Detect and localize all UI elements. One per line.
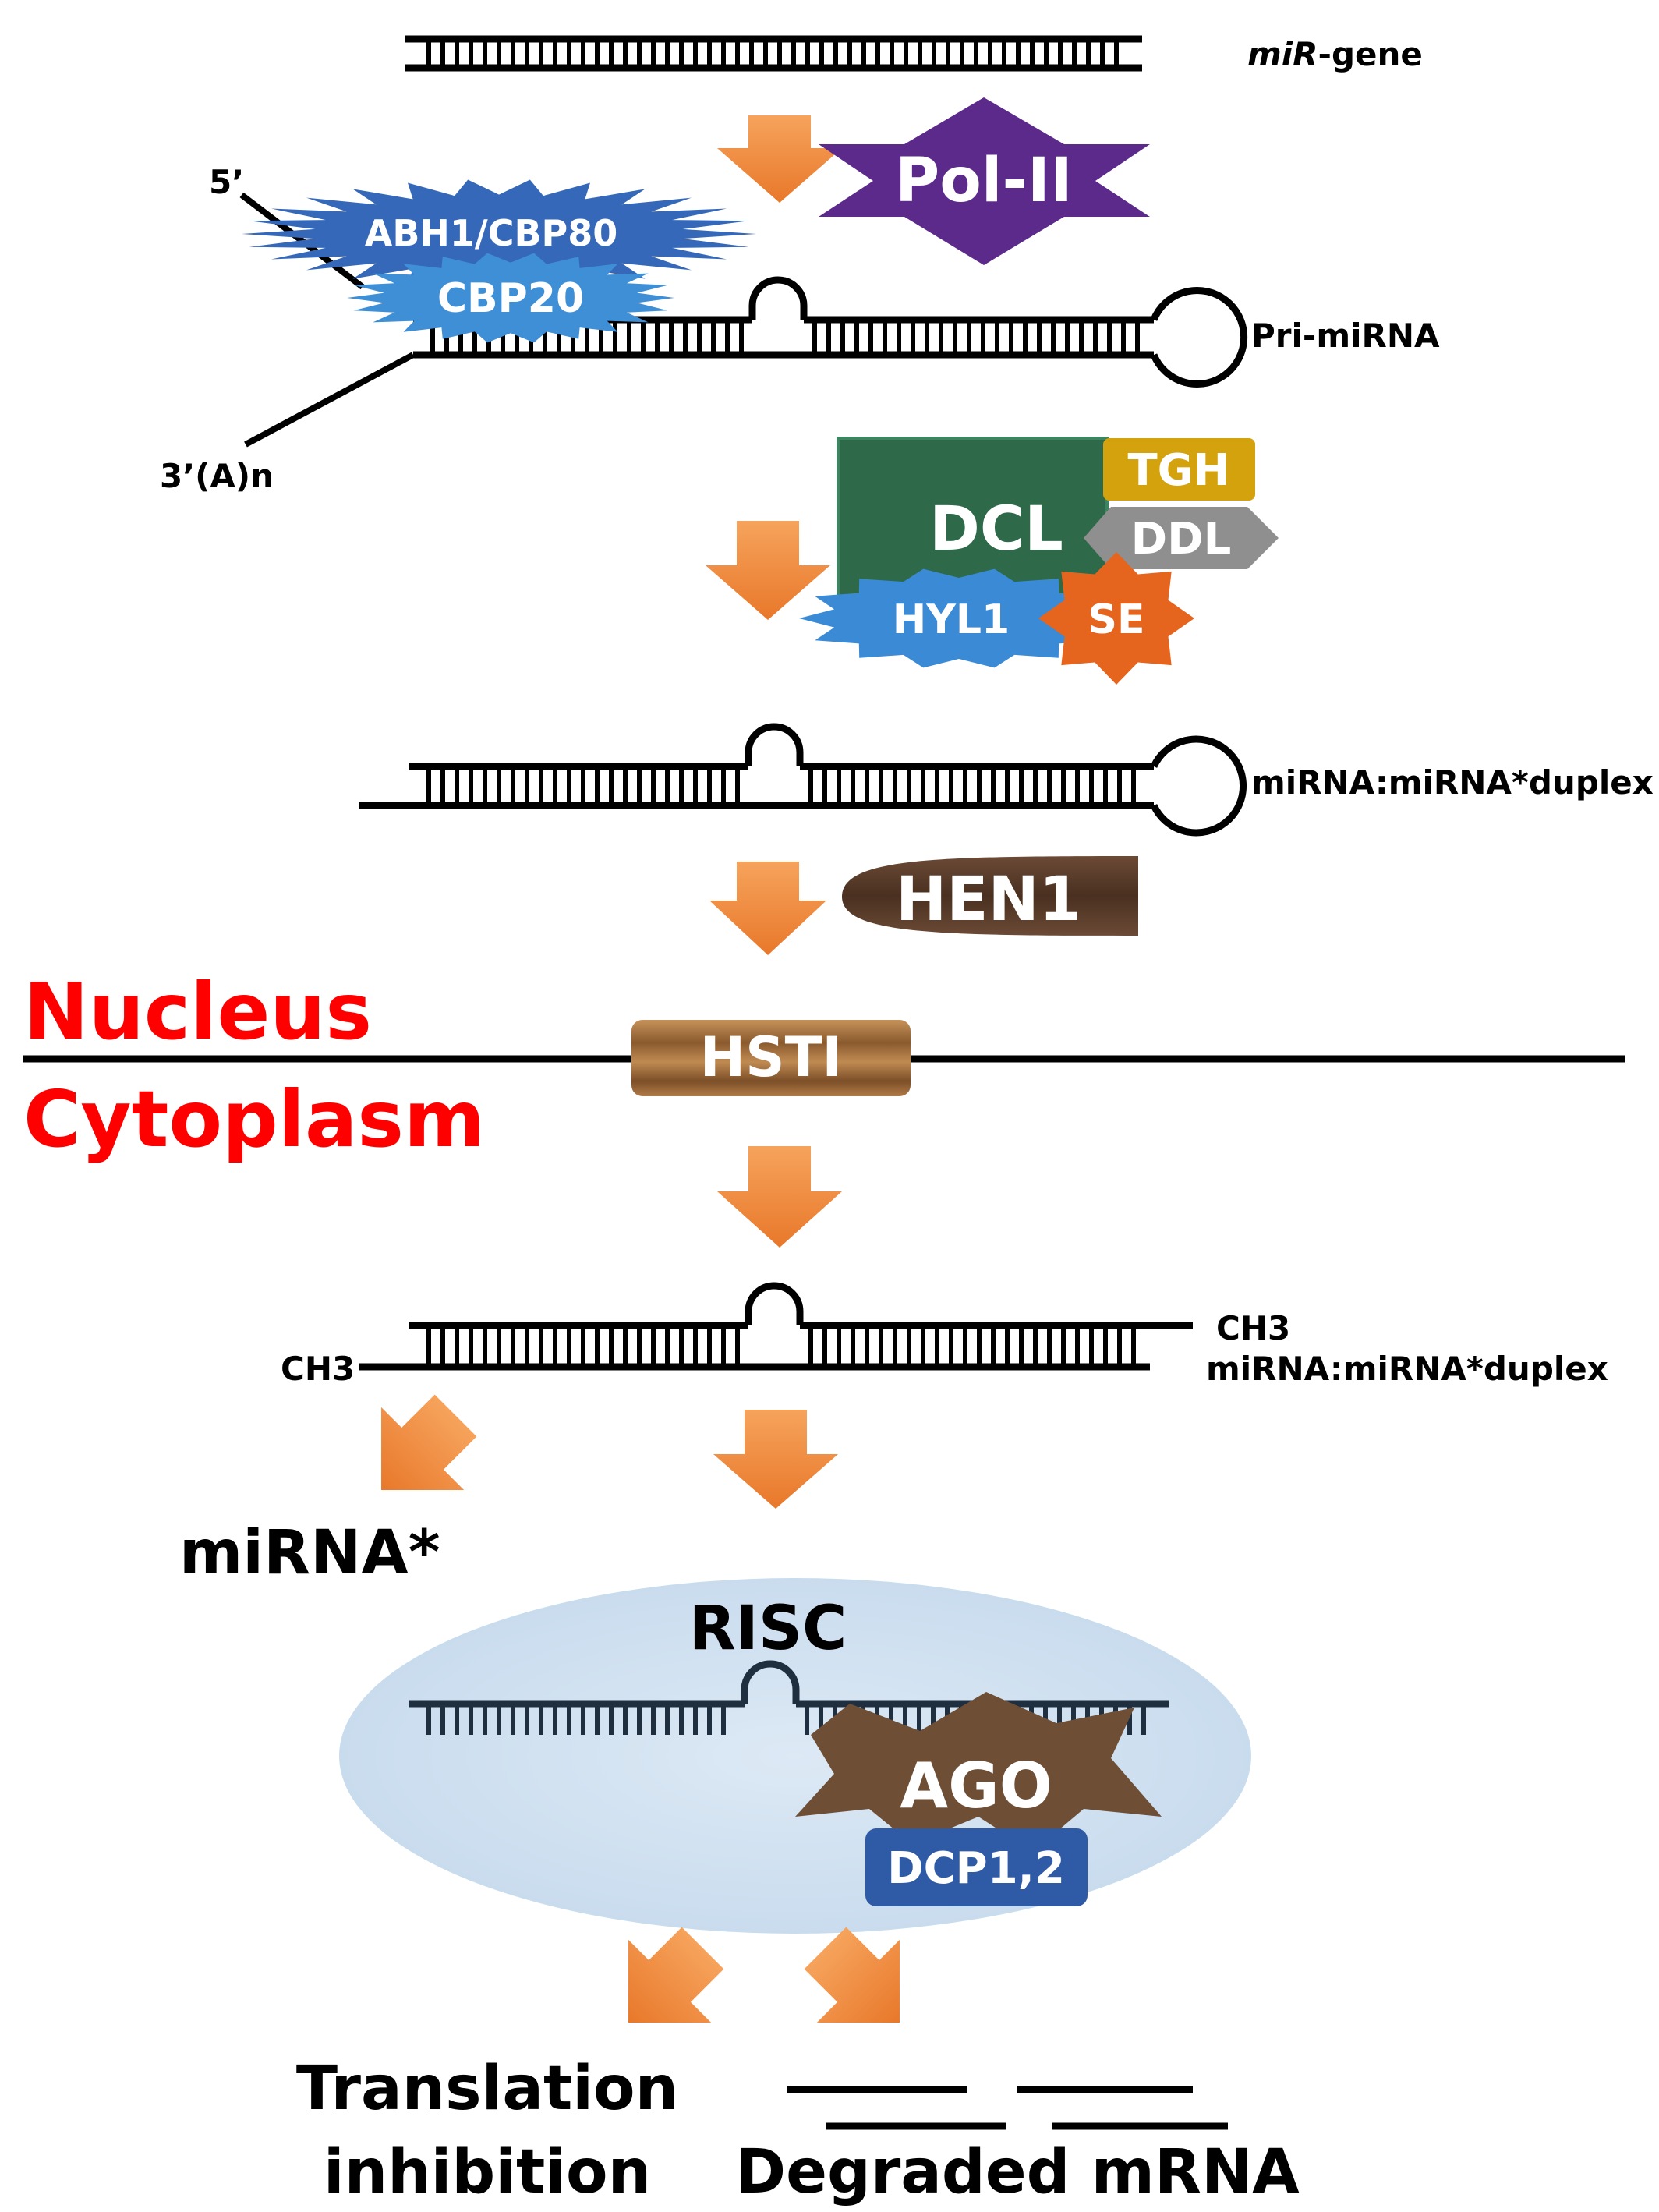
- dcp-label: DCP1,2: [887, 1843, 1065, 1894]
- ch3-right-label: CH3: [1216, 1309, 1290, 1347]
- cytoplasm-label: Cytoplasm: [23, 1074, 485, 1165]
- arrow-7-icon: [628, 1927, 724, 2023]
- five-prime-label: 5’: [209, 163, 244, 201]
- arrow-6-icon: [713, 1410, 838, 1509]
- hen1-label: HEN1: [896, 865, 1081, 935]
- translation-line2: inhibition: [324, 2137, 651, 2207]
- dcl-label: DCL: [929, 494, 1063, 565]
- hyl1-protein: [799, 568, 1119, 668]
- cytoplasmic-duplex-label: miRNA:miRNA*duplex: [1206, 1350, 1608, 1388]
- hen1-protein: HEN1: [842, 856, 1138, 936]
- arrow-3-icon: [709, 862, 826, 955]
- cbp20-protein: CBP20: [347, 253, 674, 343]
- ch3-left-label: CH3: [281, 1350, 355, 1388]
- cbp20-label: CBP20: [437, 275, 584, 322]
- dcl-complex: DCL TGH DDL HYL1 SE: [799, 437, 1279, 685]
- three-prime-tail: [244, 352, 415, 448]
- tgh-label: TGH: [1127, 445, 1229, 496]
- dcp-protein: DCP1,2: [865, 1828, 1088, 1906]
- three-prime-polya-label: 3’(A)n: [160, 457, 274, 495]
- risc-label: RISC: [689, 1594, 847, 1664]
- se-protein: [1038, 552, 1194, 685]
- nuclear-duplex-strand: [359, 723, 1247, 837]
- degraded-mrna-label: Degraded mRNA: [735, 2137, 1299, 2207]
- arrow-1-icon: [717, 115, 842, 203]
- ddl-label: DDL: [1131, 514, 1232, 565]
- hsti-protein: HSTI: [631, 1020, 911, 1096]
- mirna-star-label: miRNA*: [179, 1518, 440, 1588]
- translation-line1: Translation: [296, 2054, 678, 2124]
- mir-gene-dna: [405, 35, 1142, 72]
- degraded-mrna-fragments: [787, 2086, 1228, 2130]
- nuclear-duplex-label: miRNA:miRNA*duplex: [1251, 763, 1654, 802]
- ago-protein: AGO: [795, 1692, 1162, 1852]
- pri-mirna-label: Pri-miRNA: [1251, 317, 1440, 355]
- abh1-cbp80-protein: ABH1/CBP80: [242, 179, 756, 288]
- tgh-protein: [1103, 438, 1255, 501]
- ago-label: AGO: [900, 1750, 1052, 1822]
- arrow-2-icon: [706, 521, 830, 620]
- abh1-label: ABH1/CBP80: [365, 212, 618, 254]
- arrow-8-icon: [804, 1927, 900, 2023]
- nucleus-label: Nucleus: [23, 966, 372, 1057]
- arrow-4-icon: [717, 1146, 842, 1248]
- pol2-protein: Pol-II: [819, 97, 1150, 265]
- cytoplasmic-duplex-strand: [359, 1282, 1193, 1371]
- risc-guide-strand: [409, 1660, 1169, 1735]
- ddl-protein: [1084, 507, 1279, 569]
- pol2-label: Pol-II: [895, 146, 1073, 216]
- hyl1-label: HYL1: [893, 596, 1010, 643]
- mir-gene-label: miR-gene: [1247, 35, 1423, 73]
- se-label: SE: [1088, 596, 1145, 643]
- arrow-5-icon: [381, 1394, 477, 1490]
- hsti-label: HSTI: [700, 1025, 843, 1089]
